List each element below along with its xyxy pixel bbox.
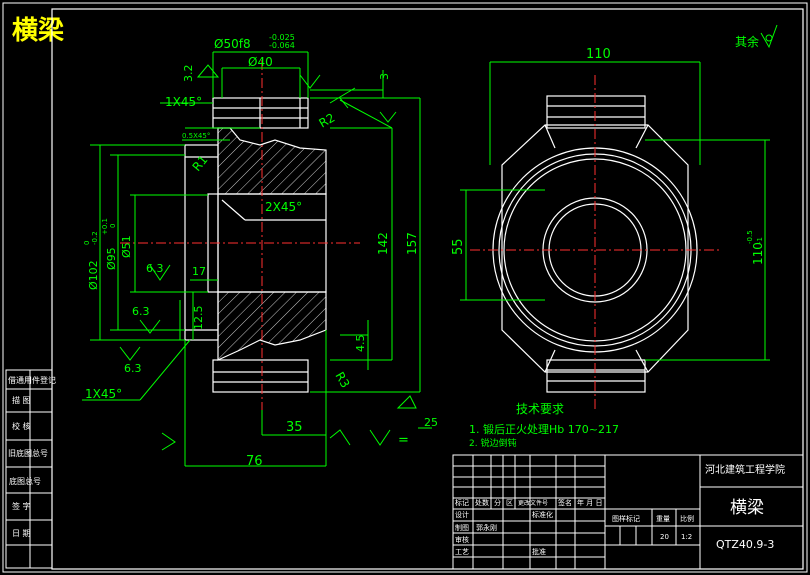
tb-row-label-6: 年 月 日 [577,498,602,507]
dim-r1: R1 [190,153,211,174]
roughness-general-label: 其余 [735,34,759,49]
part-name: 横梁 [730,498,764,518]
tech-requirements: 技术要求 1. 锻后正火处理Hb 170~217 2. 锐边倒钝 [469,402,619,449]
section-view [120,60,360,410]
tb-process: 工艺 [455,548,469,556]
dim-top-dia: Ø50f8 [214,37,251,51]
dim-roughness-25: 25 [424,416,438,429]
tb-weight-header: 重量 [656,515,670,523]
dim-142: 142 [376,232,390,255]
dim-d95-tol-l: 0 [109,224,117,228]
side-label-1: 描 图 [12,395,31,405]
dim-d102-tol-l: -0.2 [91,231,99,245]
dim-55: 55 [451,238,466,255]
dim-chamfer-small: 0.5X45° [182,132,210,140]
dim-35: 35 [286,420,303,435]
dim-chamfer-1: 1X45° [165,95,202,109]
dim-17: 17 [192,265,206,278]
title-block [452,454,804,570]
dim-d102: Ø102 [87,260,100,290]
tb-scale: 1:2 [681,533,692,541]
side-label-0: 借通用件登记 [8,375,56,385]
side-label-5: 签 字 [12,501,31,511]
tb-approve: 批准 [532,547,546,556]
roughness-symbol-icon [760,24,778,49]
side-label-2: 校 核 [12,421,31,431]
tb-row-label-4: 更改文件号 [518,499,548,507]
dim-d102-tol-u: 0 [83,241,91,245]
tb-row-label-0: 标记 [455,498,469,507]
dim-110-top: 110 [586,47,611,62]
dim-inner-chamfer: 2X45° [265,200,302,214]
dim-d95: Ø95 [105,247,118,270]
tb-standard: 标准化 [532,510,553,519]
drawing-number: QTZ40.9-3 [716,538,774,551]
side-label-6: 日 期 [12,529,31,538]
dim-r3: R3 [332,370,352,391]
side-label-3: 旧底图总号 [8,448,48,458]
tb-design: 设计 [455,510,469,519]
dim-roughness-63b: 6.3 [132,305,150,318]
title-block-texts: 河北建筑工程学院 横梁 QTZ40.9-3 标记 处数 分 区 更改文件号 签名… [455,463,785,556]
side-label-4: 底图总号 [9,476,41,486]
side-table-labels: 借通用件登记 描 图 校 核 旧底图总号 底图总号 签 字 日 期 [8,375,56,538]
right-dimension-lines [460,61,770,361]
dim-d51: Ø51 [120,235,133,258]
tb-review: 审核 [455,535,469,544]
tb-drawer: 郭永刚 [476,523,497,532]
tb-row-label-2: 分 [494,498,501,507]
dim-roughness-32: 3.2 [182,65,195,83]
roughness-circle-icon [765,34,773,42]
tech-item-2: 2. 锐边倒钝 [469,437,516,449]
drawing-title: 横梁 [12,16,65,46]
dim-roughness-63a: 6.3 [146,262,164,275]
dim-chamfer-3: 1X45° [85,387,122,401]
tb-weight: 20 [660,533,669,541]
dim-d95-tol-u: +0.1 [101,218,109,235]
dim-125: 12.5 [192,306,205,331]
tb-scale-header: 比例 [680,514,694,523]
side-table [5,369,53,569]
dim-110-side: 110 [751,242,765,265]
tb-row-label-1: 处数 [475,498,489,507]
dim-76: 76 [246,454,263,469]
right-dimension-texts: 110 55 110 -0.5 -1 [451,47,765,265]
tb-row-label-3: 区 [506,499,513,507]
dim-top-tol-lower: -0.064 [269,41,295,50]
tb-row-label-5: 签名 [558,498,572,507]
dim-r2: R2 [317,110,338,130]
dim-3: 3 [378,73,391,80]
dim-110-tol-u: -0.5 [746,230,754,244]
school-name: 河北建筑工程学院 [705,463,785,476]
tb-draw: 制图 [455,523,469,532]
left-dimension-lines [82,51,432,467]
tech-item-1: 1. 锻后正火处理Hb 170~217 [469,422,619,436]
dim-top-tol-upper: -0.025 [269,33,295,42]
dim-110-tol-l: -1 [756,237,764,244]
dim-45: 4.5 [354,335,367,353]
tech-heading: 技术要求 [516,402,564,416]
dim-d40: Ø40 [248,55,273,69]
tb-stage-header: 图样标记 [612,514,640,523]
dim-equals: = [398,433,409,448]
front-view-centerlines [470,75,720,410]
dim-157: 157 [405,232,419,255]
dim-roughness-63c: 6.3 [124,362,142,375]
